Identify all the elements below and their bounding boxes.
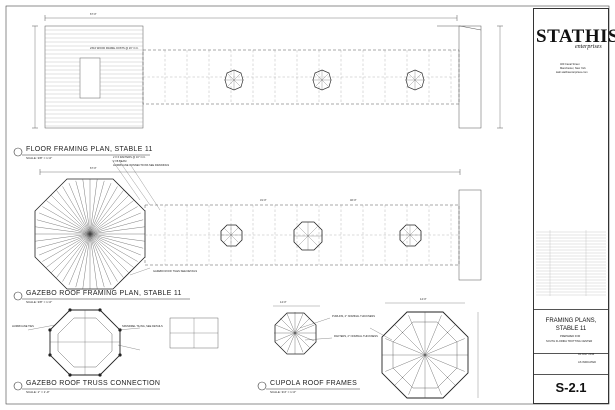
dim-bay-b: 46'-0" — [350, 199, 357, 202]
client-name: SOUTH FLORIDA TROTTING CENTER — [546, 340, 593, 343]
beam-note: 2 X8 BEAM — [113, 160, 127, 163]
floor-joist-note: 2X10 WOOD FRAME JOISTS @ 16" O.C. — [90, 47, 139, 50]
company-logo-sub: enterprises — [575, 44, 602, 50]
company-email: leah.stathisenterprises.com — [556, 71, 588, 74]
rafters-nominal-note: RAFTERS, 2" NOMINAL THICKNESS — [334, 335, 378, 338]
truss-connection-scale: SCALE: 1" = 1'-0" — [26, 390, 50, 394]
truss-connection-title: GAZEBO ROOF TRUSS CONNECTION — [26, 380, 161, 387]
cupola-scale: SCALE: 3/4" = 1'-0" — [270, 390, 297, 394]
gazebo-roof-scale: SCALE: 3/8" = 1'-0" — [26, 300, 53, 304]
purlins-note: PURLINS, 2" NOMINAL THICKNESS — [332, 315, 376, 318]
cupola-title: CUPOLA ROOF FRAMES — [270, 380, 358, 387]
gazebo-roof-framing-plan — [34, 159, 482, 290]
dim-overall-floor: 67'-0" — [90, 13, 97, 16]
gazebo-roof-title: GAZEBO ROOF FRAMING PLAN, STABLE 11 — [26, 290, 182, 297]
hurricane-note: HURRICANE CONNECTIONS SEE DRAWINGS — [113, 164, 170, 167]
gazebo-tiles-note: GAZEBO ROOF TILES SEE DETAILS — [153, 270, 198, 273]
cupola-roof-frames — [273, 302, 479, 399]
dim-overall-roof: 67'-0" — [90, 167, 97, 170]
prepared-for-label: PREPARED FOR — [560, 335, 581, 338]
rafters-note: 2 X 6 RAFTERS @ 16" O.C. — [113, 156, 146, 159]
truss-connection-detail — [27, 308, 219, 377]
floor-framing-plan — [32, 15, 503, 129]
floor-framing-scale: SCALE: 3/8" = 1'-0" — [26, 156, 53, 160]
hurricane-ties-note: HURRICANE TIES — [12, 325, 34, 328]
dim-cupola-small: 14'-0" — [280, 301, 287, 304]
scale-value: AS INDICATED — [578, 361, 596, 364]
company-address-2: Manchester, New York — [560, 67, 586, 70]
dim-cupola-width: 14'-0" — [420, 298, 427, 301]
sheet-number: S-2.1 — [555, 380, 587, 395]
issue-date: 04 JULY 2016 — [578, 353, 595, 356]
sheet-title-2: STABLE 11 — [555, 326, 587, 332]
floor-framing-title: FLOOR FRAMING PLAN, STABLE 11 — [26, 146, 153, 153]
title-block — [533, 8, 609, 404]
revision-table — [536, 230, 606, 296]
spandrel-note: SPANDREL TILING, SEE DETAILS — [122, 325, 163, 328]
sheet-title-1: FRAMING PLANS, — [545, 318, 597, 324]
company-logo: STATHIS — [536, 26, 615, 47]
sheet-border — [5, 5, 610, 405]
company-address-1: 400 Canal Street — [560, 63, 580, 66]
dim-bay-a: 31'-0" — [260, 199, 267, 202]
